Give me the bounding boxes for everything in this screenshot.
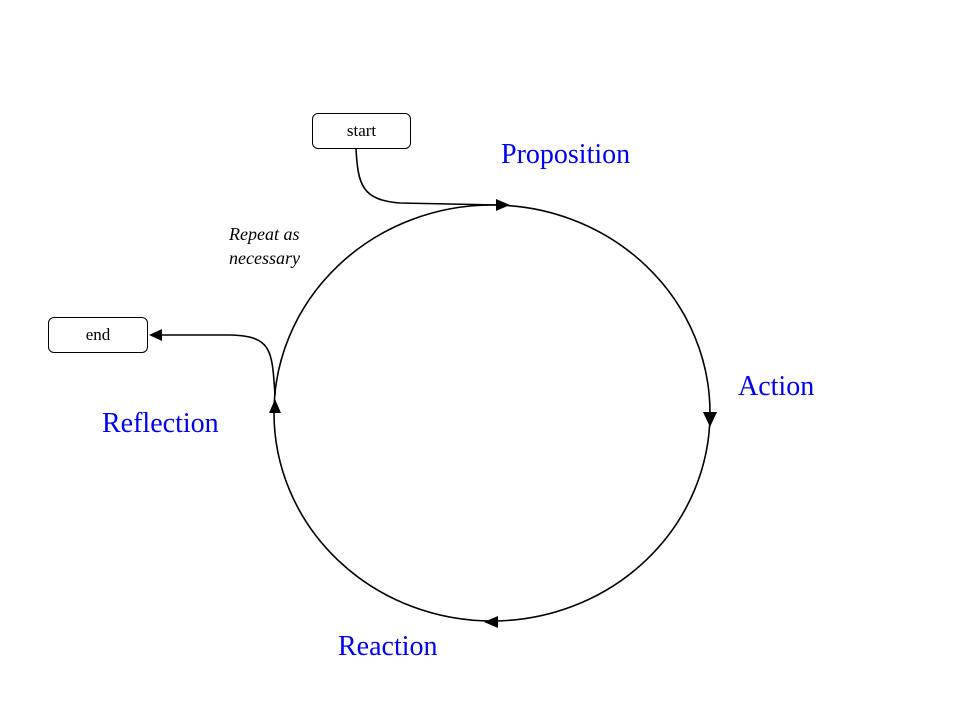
end-node: end (48, 317, 148, 353)
end-label: end (85, 325, 111, 344)
loop-note-line1: Repeat as (229, 224, 300, 244)
arrow-proposition (496, 199, 510, 211)
arrow-end (149, 329, 162, 341)
cycle-circle (273, 204, 711, 622)
stage-reaction: Reaction (338, 631, 438, 662)
stage-action: Action (738, 371, 815, 402)
loop-note: Repeat as necessary (229, 222, 300, 270)
end-connector (160, 334, 276, 396)
stage-proposition: Proposition (501, 139, 631, 170)
start-label: start (346, 121, 377, 140)
start-connector (355, 148, 499, 206)
arrow-reflection (269, 399, 281, 413)
start-node: start (312, 113, 411, 149)
arrow-action (703, 412, 717, 427)
loop-note-line2: necessary (229, 248, 300, 268)
stage-reflection: Reflection (102, 408, 219, 439)
arrow-reaction (484, 616, 498, 628)
